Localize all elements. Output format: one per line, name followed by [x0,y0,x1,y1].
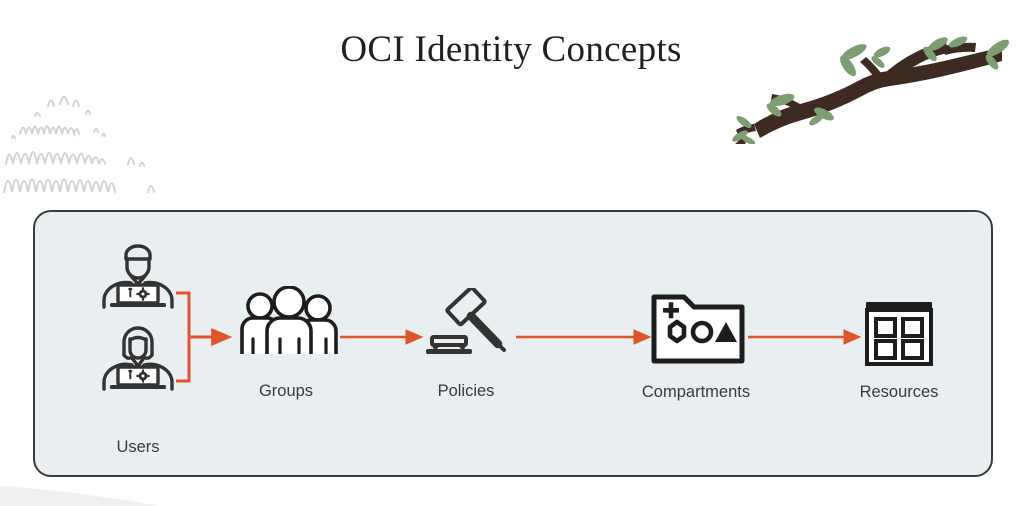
node-resources[interactable] [862,301,936,367]
node-label-compartments: Compartments [641,383,751,401]
gavel-icon [426,288,506,354]
folder-with-shapes-icon [651,294,745,364]
squiggle-cloud-decoration [0,72,190,196]
diagram-panel [33,210,993,477]
user-with-laptop-icon [102,326,174,391]
swoosh-decoration [0,478,310,506]
node-label-users: Users [116,438,160,456]
group-of-people-icon [240,286,338,354]
node-label-policies: Policies [437,382,495,400]
node-groups[interactable] [238,286,340,354]
node-policies[interactable] [424,288,510,362]
page-title: OCI Identity Concepts [340,29,682,70]
node-label-resources: Resources [859,383,939,401]
node-compartments[interactable] [650,293,746,365]
user-with-laptop-icon [102,244,174,309]
node-label-groups: Groups [258,382,314,400]
window-grid-icon [865,302,933,366]
node-users[interactable] [98,243,178,393]
